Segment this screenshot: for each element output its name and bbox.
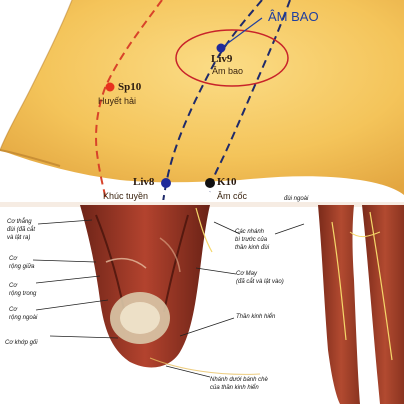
point-liv9-code: Liv9 bbox=[211, 53, 233, 65]
label-saphenous-nerve: Thần kinh hiển bbox=[236, 314, 276, 320]
point-sp10-dot bbox=[105, 82, 115, 92]
liver-meridian-line-upper bbox=[162, 0, 263, 206]
point-liv8-dot bbox=[161, 178, 171, 188]
label-sartorius: Cơ May(đã cắt và lật vào) bbox=[236, 271, 284, 285]
point-liv8-code: Liv8 bbox=[133, 176, 155, 188]
point-sp10-code: Sp10 bbox=[118, 81, 142, 93]
spleen-meridian-line bbox=[95, 0, 163, 201]
point-sp10-name: Huyết hải bbox=[98, 96, 137, 106]
title-pointer-line bbox=[223, 17, 263, 47]
title-am-bao: ÂM BAO bbox=[268, 9, 319, 24]
point-liv9-name: Âm bao bbox=[212, 66, 244, 76]
point-k10-name: Âm cốc bbox=[217, 191, 248, 201]
am-bao-highlight-circle bbox=[175, 29, 289, 87]
point-k10-code: K10 bbox=[217, 176, 237, 188]
knee-illustration bbox=[0, 0, 404, 195]
point-liv8-name: Khúc tuyền bbox=[103, 191, 149, 201]
anatomy-illustration bbox=[0, 200, 404, 404]
label-articularis-genus: Cơ khớp gối bbox=[5, 340, 38, 346]
label-lateral-femoral: đùi ngoài bbox=[284, 196, 309, 202]
kidney-meridian-line bbox=[209, 0, 291, 193]
point-liv9-dot bbox=[216, 43, 226, 53]
point-k10-dot bbox=[205, 178, 215, 188]
leader-lines bbox=[32, 219, 305, 378]
